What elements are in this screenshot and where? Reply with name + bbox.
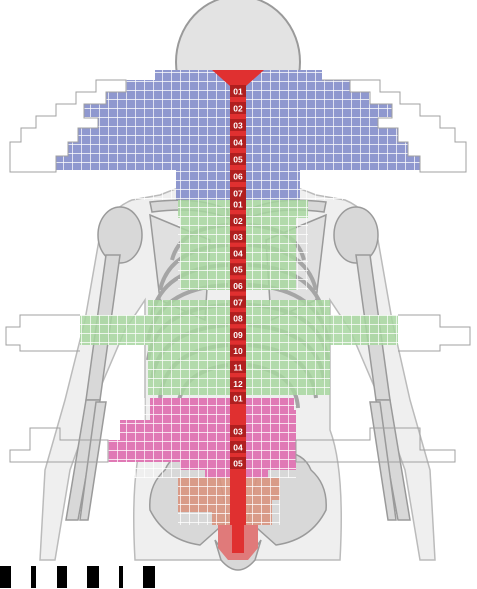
vertebra-lumbar-label: 03 <box>233 427 243 437</box>
vertebra-thoracic-label: 09 <box>233 330 243 340</box>
vertebra-thoracic-label: 12 <box>233 379 243 389</box>
vertebra-thoracic-label: 04 <box>233 248 243 258</box>
vertebra-lumbar-label: 01 <box>233 394 243 404</box>
vertebra-cervical-label: 04 <box>233 138 243 148</box>
caption-bar <box>143 566 155 588</box>
vertebra-thoracic-label: 10 <box>233 346 243 356</box>
vertebra-lumbar-label: 04 <box>233 443 243 453</box>
caption-bar <box>0 566 11 588</box>
dermatome-sacral <box>178 478 280 525</box>
vertebra-cervical-label: 02 <box>233 104 243 114</box>
vertebra-thoracic-label: 03 <box>233 232 243 242</box>
caption-bar <box>57 566 67 588</box>
vertebra-thoracic-label: 02 <box>233 216 243 226</box>
vertebra-cervical-label: 01 <box>233 87 243 97</box>
caption-bar <box>31 566 36 588</box>
vertebra-thoracic-label: 11 <box>234 363 243 373</box>
vertebra-cervical-label: 05 <box>233 155 243 165</box>
caption-bar <box>87 566 99 588</box>
vertebra-thoracic-label: 01 <box>233 200 243 210</box>
vertebra-thoracic-label: 08 <box>233 314 243 324</box>
vertebra-cervical-label: 06 <box>233 172 243 182</box>
caption-bar <box>119 566 123 588</box>
vertebra-thoracic-label: 07 <box>233 297 243 307</box>
vertebra-thoracic-label: 06 <box>233 281 243 291</box>
vertebra-cervical-label: 07 <box>233 189 243 199</box>
vertebra-cervical-label: 03 <box>233 121 243 131</box>
vertebra-lumbar-label: 05 <box>233 459 243 469</box>
vertebra-thoracic-label: 05 <box>233 265 243 275</box>
caption-fragment <box>0 562 477 589</box>
